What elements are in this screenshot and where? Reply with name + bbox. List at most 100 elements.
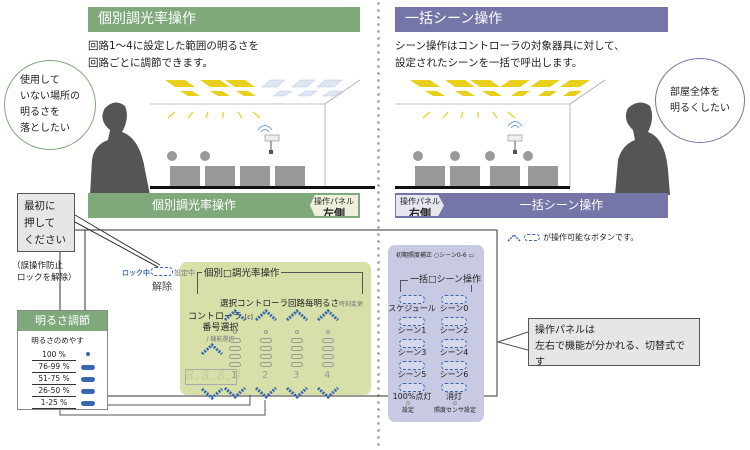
scene-button-label: シーン0: [439, 304, 469, 313]
chevron-up-button[interactable]: [285, 308, 309, 322]
indicator-dot: [295, 330, 299, 334]
scene-button-label: シーン3: [397, 348, 427, 357]
light-sensor-setting-label: 照度センサ設定: [430, 401, 480, 414]
chevron-down-button[interactable]: [285, 386, 309, 400]
controller-select-label: コントローラ [c] 番号選択 / 機能選択: [188, 312, 253, 343]
scene-button[interactable]: [441, 383, 467, 392]
brightness-level-label: 76-99 %: [32, 361, 76, 373]
brightness-led: [229, 346, 241, 351]
brightness-led: [260, 346, 272, 351]
left-speech-bubble: 使用していない場所の明るさを落としたい: [4, 60, 96, 150]
desc-line: 回路1～4に設定した範囲の明るさを: [88, 40, 259, 52]
brightness-title: 明るさ調節: [18, 311, 107, 331]
desc-line: 設定されたシーンを一括で呼出します。: [395, 57, 583, 69]
panel-switch-callout: 操作パネルは左右で機能が分かれる、切替式です: [528, 318, 700, 368]
circuit-number: 2: [262, 370, 269, 381]
indicator-dot: [233, 330, 237, 334]
brightness-led: [291, 354, 303, 359]
release-label: 解除: [152, 282, 172, 293]
brightness-led: [322, 354, 334, 359]
indicator-dot: [326, 330, 330, 334]
desc-line: シーン操作はコントローラの対象器具に対して、: [395, 40, 625, 52]
scene-button[interactable]: [441, 361, 467, 370]
brightness-level-indicator: [81, 389, 95, 394]
left-header: 個別調光率操作: [88, 7, 360, 32]
settings-label: 設定: [398, 401, 418, 414]
press-first-callout: 最初に押してください: [17, 193, 75, 252]
brightness-level-label: 100 %: [32, 349, 76, 361]
lock-status-label: ロック中: [122, 269, 150, 277]
right-header: 一括シーン操作: [395, 7, 668, 32]
brightness-box: 明るさ調節 明るさのめやす 100 %76-99 %51-75 %26-50 %…: [17, 310, 108, 410]
individual-dimming-panel: コントローラ [c] 番号選択 / 機能選択 選択コントローラ回路毎明るさ時刻変…: [180, 262, 371, 401]
chevron-up-button[interactable]: [316, 308, 340, 322]
chevron-down-button[interactable]: [223, 386, 247, 400]
circuit-brightness-label: 選択コントローラ回路毎明るさ時刻変更: [220, 299, 364, 309]
left-room-illustration: [90, 79, 375, 195]
scene-button[interactable]: [441, 317, 467, 326]
brightness-led: [229, 354, 241, 359]
chevron-up-button[interactable]: [223, 308, 247, 322]
indicator-dot: [264, 330, 268, 334]
setting-status-label: 設定中: [174, 269, 195, 277]
scene-button-label: シーン6: [439, 370, 469, 379]
scene-button-label: シーン5: [397, 370, 427, 379]
scene-button-label: 消灯: [446, 392, 462, 401]
pill-button-icon: [524, 234, 540, 241]
brightness-led: [229, 338, 241, 343]
brightness-level-indicator: [81, 377, 95, 382]
chevron-down-button[interactable]: [316, 386, 340, 400]
left-panel-tag: 操作パネル左側: [310, 195, 358, 216]
brightness-led: [291, 346, 303, 351]
scene-button-label: 100%点灯: [392, 392, 432, 401]
scene-button[interactable]: [399, 383, 425, 392]
scene-button[interactable]: [399, 361, 425, 370]
scene-button[interactable]: [399, 317, 425, 326]
right-panel-tag: 操作パネル右側: [396, 195, 444, 216]
lock-release-button[interactable]: [151, 267, 173, 276]
circuit-number: 1: [231, 370, 238, 381]
lock-note: （誤操作防止ロックを解除）: [12, 261, 77, 283]
right-speech-bubble: 部屋全体を明るくしたい: [655, 58, 745, 143]
scene-panel: 初期照度補正 ○シーン0-6 ▭ 一括□シーン操作 スケジュールシーン0 シーン1…: [388, 245, 484, 422]
brightness-led: [229, 362, 241, 367]
brightness-led: [260, 354, 272, 359]
scene-button[interactable]: [441, 295, 467, 304]
scene-button-label: スケジュール: [388, 304, 436, 313]
brightness-subtitle: 明るさのめやす: [31, 336, 84, 345]
brightness-level-label: 26-50 %: [32, 385, 76, 397]
desc-line: 回路ごとに調節できます。: [88, 57, 213, 69]
chevron-button-icon: [507, 233, 521, 242]
panel-left-title: 個別□調光率操作: [202, 265, 282, 279]
operable-button-note: が操作可能なボタンです。: [507, 232, 638, 243]
right-description: シーン操作はコントローラの対象器具に対して、 設定されたシーンを一括で呼出します…: [395, 38, 625, 72]
scene-panel-title: 一括□シーン操作: [408, 272, 484, 285]
brightness-led: [322, 346, 334, 351]
brightness-level-label: 51-75 %: [32, 373, 76, 385]
scene-button-label: シーン1: [397, 326, 427, 335]
right-room-illustration: [395, 79, 670, 195]
brightness-level-indicator: [81, 365, 95, 370]
section-divider: [377, 0, 380, 450]
circuit-number: 3: [293, 370, 300, 381]
controller-number-display: 8.8.8.8: [185, 369, 241, 385]
brightness-level-indicator: [81, 401, 95, 406]
scene-button[interactable]: [399, 295, 425, 304]
brightness-led: [291, 338, 303, 343]
chevron-down-button[interactable]: [200, 387, 224, 401]
brightness-led: [322, 338, 334, 343]
scene-top-label: 初期照度補正 ○シーン0-6 ▭: [396, 252, 475, 259]
chevron-up-button[interactable]: [200, 342, 224, 356]
chevron-up-button[interactable]: [254, 308, 278, 322]
brightness-led: [260, 338, 272, 343]
chevron-down-button[interactable]: [254, 386, 278, 400]
scene-button[interactable]: [399, 339, 425, 348]
scene-button[interactable]: [441, 339, 467, 348]
circuit-number: 4: [324, 370, 331, 381]
brightness-level-indicator: [86, 352, 90, 356]
brightness-led: [322, 362, 334, 367]
brightness-level-label: 1-25 %: [32, 397, 76, 409]
scene-button-label: シーン2: [439, 326, 469, 335]
brightness-led: [260, 362, 272, 367]
